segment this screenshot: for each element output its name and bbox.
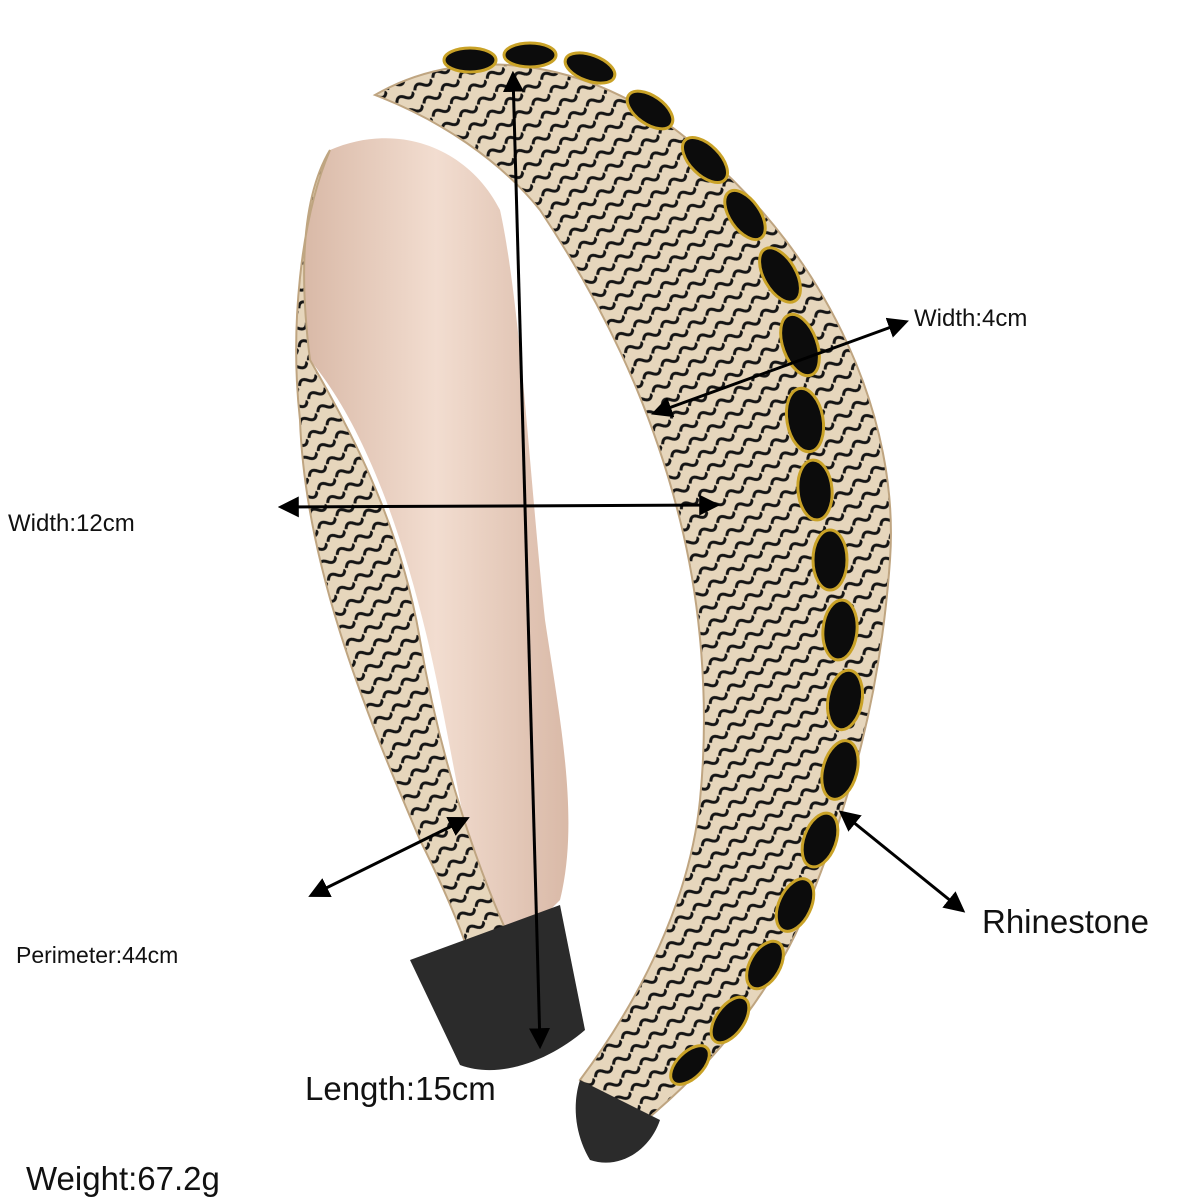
rhinestone-label: Rhinestone [982, 903, 1149, 940]
headband-end-cap-back [410, 905, 585, 1071]
width-head-arrow [277, 494, 721, 518]
headband-end-cap-front [575, 1080, 660, 1163]
rhinestone-arrow [838, 810, 966, 913]
width-band-label: Width:4cm [914, 305, 1028, 332]
headband-lining [304, 138, 569, 961]
weight-label: Weight:67.2g [26, 1160, 220, 1197]
perimeter-arrow [308, 817, 470, 897]
width-band-arrow [651, 317, 909, 418]
length-arrow [502, 70, 551, 1050]
width-head-label: Width:12cm [8, 510, 135, 537]
length-label: Length:15cm [305, 1070, 496, 1107]
perimeter-label: Perimeter:44cm [16, 942, 179, 968]
